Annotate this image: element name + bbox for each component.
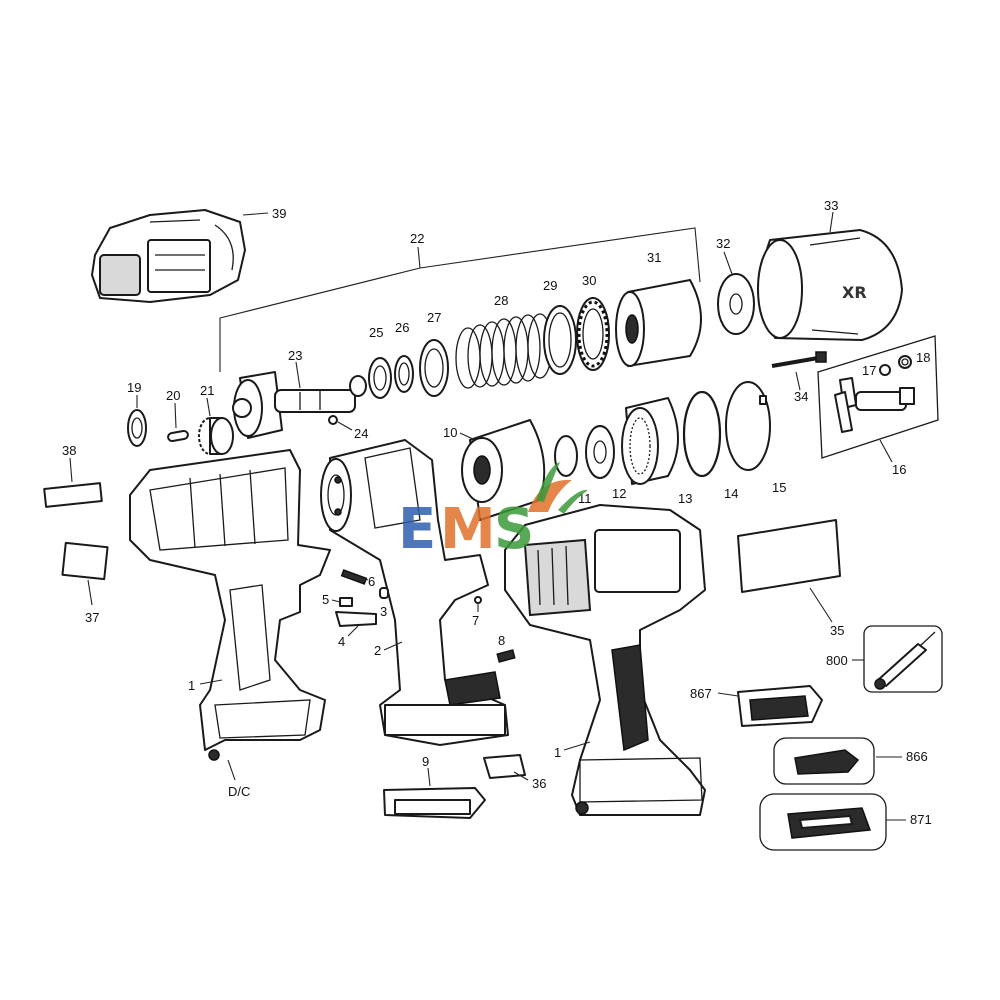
callout-4: 4 xyxy=(338,634,345,649)
part-charger-871 xyxy=(759,793,887,851)
callout-29: 29 xyxy=(543,278,557,293)
callout-35: 35 xyxy=(830,623,844,638)
callout-5: 5 xyxy=(322,592,329,607)
part-charger-866 xyxy=(773,737,875,785)
callout-18: 18 xyxy=(916,350,930,365)
part-housing-33: XR xyxy=(757,229,903,341)
part-lever-4 xyxy=(335,611,377,627)
svg-text:M: M xyxy=(440,497,496,562)
callout-24: 24 xyxy=(354,426,368,441)
callout-dc: D/C xyxy=(228,784,250,799)
part-anvil-16 xyxy=(817,335,939,459)
part-bearing-30 xyxy=(576,297,610,371)
callout-34: 34 xyxy=(794,389,808,404)
callout-10: 10 xyxy=(443,425,457,440)
svg-text:E: E xyxy=(398,497,436,562)
callout-866: 866 xyxy=(906,749,928,764)
callout-27: 27 xyxy=(427,310,441,325)
part-ball-24 xyxy=(328,415,338,425)
part-cup-27 xyxy=(419,339,449,397)
callout-3: 3 xyxy=(380,604,387,619)
part-label-37 xyxy=(61,541,109,581)
callout-26: 26 xyxy=(395,320,409,335)
part-washer-26 xyxy=(394,355,414,393)
callout-17: 17 xyxy=(862,363,876,378)
callout-37: 37 xyxy=(85,610,99,625)
callout-16: 16 xyxy=(892,462,906,477)
callout-28: 28 xyxy=(494,293,508,308)
callout-1a: 1 xyxy=(188,678,195,693)
callout-12: 12 xyxy=(612,486,626,501)
part-spring-28 xyxy=(455,313,553,389)
part-pin-20 xyxy=(167,429,189,443)
callout-39: 39 xyxy=(272,206,286,221)
part-label-35 xyxy=(737,519,841,593)
callout-21: 21 xyxy=(200,383,214,398)
svg-text:XR: XR xyxy=(842,283,867,302)
callout-31: 31 xyxy=(647,250,661,265)
part-screw-8 xyxy=(496,649,516,663)
callout-14: 14 xyxy=(724,486,738,501)
part-battery-867 xyxy=(737,685,823,727)
part-terminal-9 xyxy=(383,787,486,819)
callout-38: 38 xyxy=(62,443,76,458)
callout-13: 13 xyxy=(678,491,692,506)
callout-30: 30 xyxy=(582,273,596,288)
callout-2: 2 xyxy=(374,643,381,658)
callout-33: 33 xyxy=(824,198,838,213)
part-boot-39 xyxy=(91,209,246,303)
callout-9: 9 xyxy=(422,754,429,769)
part-hammer-31 xyxy=(615,279,702,367)
callout-867: 867 xyxy=(690,686,712,701)
part-ring-11 xyxy=(554,435,578,477)
part-ring-29 xyxy=(543,305,577,375)
part-pin-6 xyxy=(340,569,368,585)
callout-7: 7 xyxy=(472,613,479,628)
callout-19: 19 xyxy=(127,380,141,395)
callout-1b: 1 xyxy=(554,745,561,760)
part-washer-32 xyxy=(717,273,755,335)
part-washer-12 xyxy=(585,425,615,479)
ems-watermark-logo: E M S xyxy=(398,462,588,562)
part-pin-17 xyxy=(879,364,891,376)
part-oring-14 xyxy=(682,390,722,478)
callout-8: 8 xyxy=(498,633,505,648)
part-clip-15 xyxy=(725,381,771,471)
part-hammer-23 xyxy=(232,371,367,439)
part-screw-7 xyxy=(474,596,482,604)
part-accessory-800 xyxy=(863,625,943,693)
part-switch-5 xyxy=(339,597,353,607)
part-washer-19 xyxy=(127,409,147,447)
part-motor-assembly-2 xyxy=(320,439,509,746)
svg-text:S: S xyxy=(494,497,534,562)
callout-22: 22 xyxy=(410,231,424,246)
part-gear-21 xyxy=(198,417,234,455)
callout-800: 800 xyxy=(826,653,848,668)
callout-871: 871 xyxy=(910,812,932,827)
part-ring-18 xyxy=(898,355,912,369)
callout-20: 20 xyxy=(166,388,180,403)
part-screw-34 xyxy=(771,351,827,368)
part-housing-half-1a xyxy=(129,449,331,761)
part-bearing-25 xyxy=(368,357,392,399)
callout-36: 36 xyxy=(532,776,546,791)
part-housing-half-1b xyxy=(504,504,706,816)
callout-32: 32 xyxy=(716,236,730,251)
callout-23: 23 xyxy=(288,348,302,363)
part-label-38 xyxy=(43,482,103,508)
callout-15: 15 xyxy=(772,480,786,495)
callout-6: 6 xyxy=(368,574,375,589)
callout-25: 25 xyxy=(369,325,383,340)
part-gear-13 xyxy=(621,397,679,485)
part-spring-3 xyxy=(379,587,389,599)
